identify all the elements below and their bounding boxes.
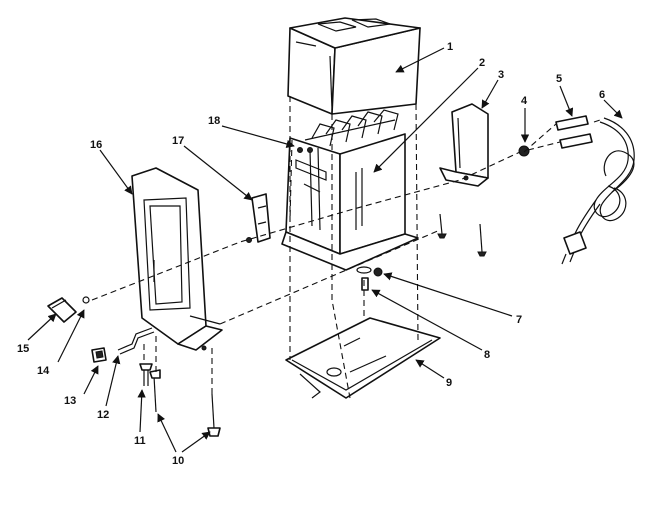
outer-shell-part bbox=[287, 17, 421, 115]
callout-18: 18 bbox=[208, 115, 220, 127]
callout-4: 4 bbox=[521, 95, 528, 107]
control-shaft-part bbox=[117, 327, 155, 355]
callout-16: 16 bbox=[90, 139, 102, 151]
end-panel-part bbox=[439, 103, 489, 187]
power-cord-part bbox=[561, 117, 635, 265]
callout-17: 17 bbox=[172, 135, 184, 147]
callout-14: 14 bbox=[37, 365, 50, 377]
washer-nut-part bbox=[356, 266, 383, 291]
callout-10: 10 bbox=[172, 455, 184, 467]
toaster-chassis-part bbox=[281, 109, 419, 271]
callout-8: 8 bbox=[484, 349, 490, 361]
callout-11: 11 bbox=[134, 435, 146, 447]
callout-15: 15 bbox=[17, 343, 29, 355]
callout-2: 2 bbox=[479, 57, 485, 69]
callout-12: 12 bbox=[97, 409, 109, 421]
callout-1: 1 bbox=[447, 41, 453, 53]
lever-knob-part bbox=[47, 297, 77, 323]
connector-tube-part bbox=[555, 115, 593, 149]
callout-labels: 1 2 3 4 5 6 7 8 9 10 11 12 13 14 15 16 1… bbox=[17, 41, 605, 467]
clip-part bbox=[82, 296, 90, 304]
callout-6: 6 bbox=[599, 89, 605, 101]
leader-lines bbox=[27, 47, 623, 453]
callout-7: 7 bbox=[516, 314, 522, 326]
grommet-part bbox=[518, 145, 530, 157]
callout-3: 3 bbox=[498, 69, 504, 81]
lever-bracket-part bbox=[246, 193, 271, 243]
base-plate-part bbox=[285, 317, 441, 399]
front-panel-part bbox=[131, 167, 223, 351]
screws-part bbox=[139, 213, 487, 437]
shade-knob-part bbox=[91, 347, 107, 363]
callout-9: 9 bbox=[446, 377, 452, 389]
callout-13: 13 bbox=[64, 395, 76, 407]
callout-5: 5 bbox=[556, 73, 562, 85]
